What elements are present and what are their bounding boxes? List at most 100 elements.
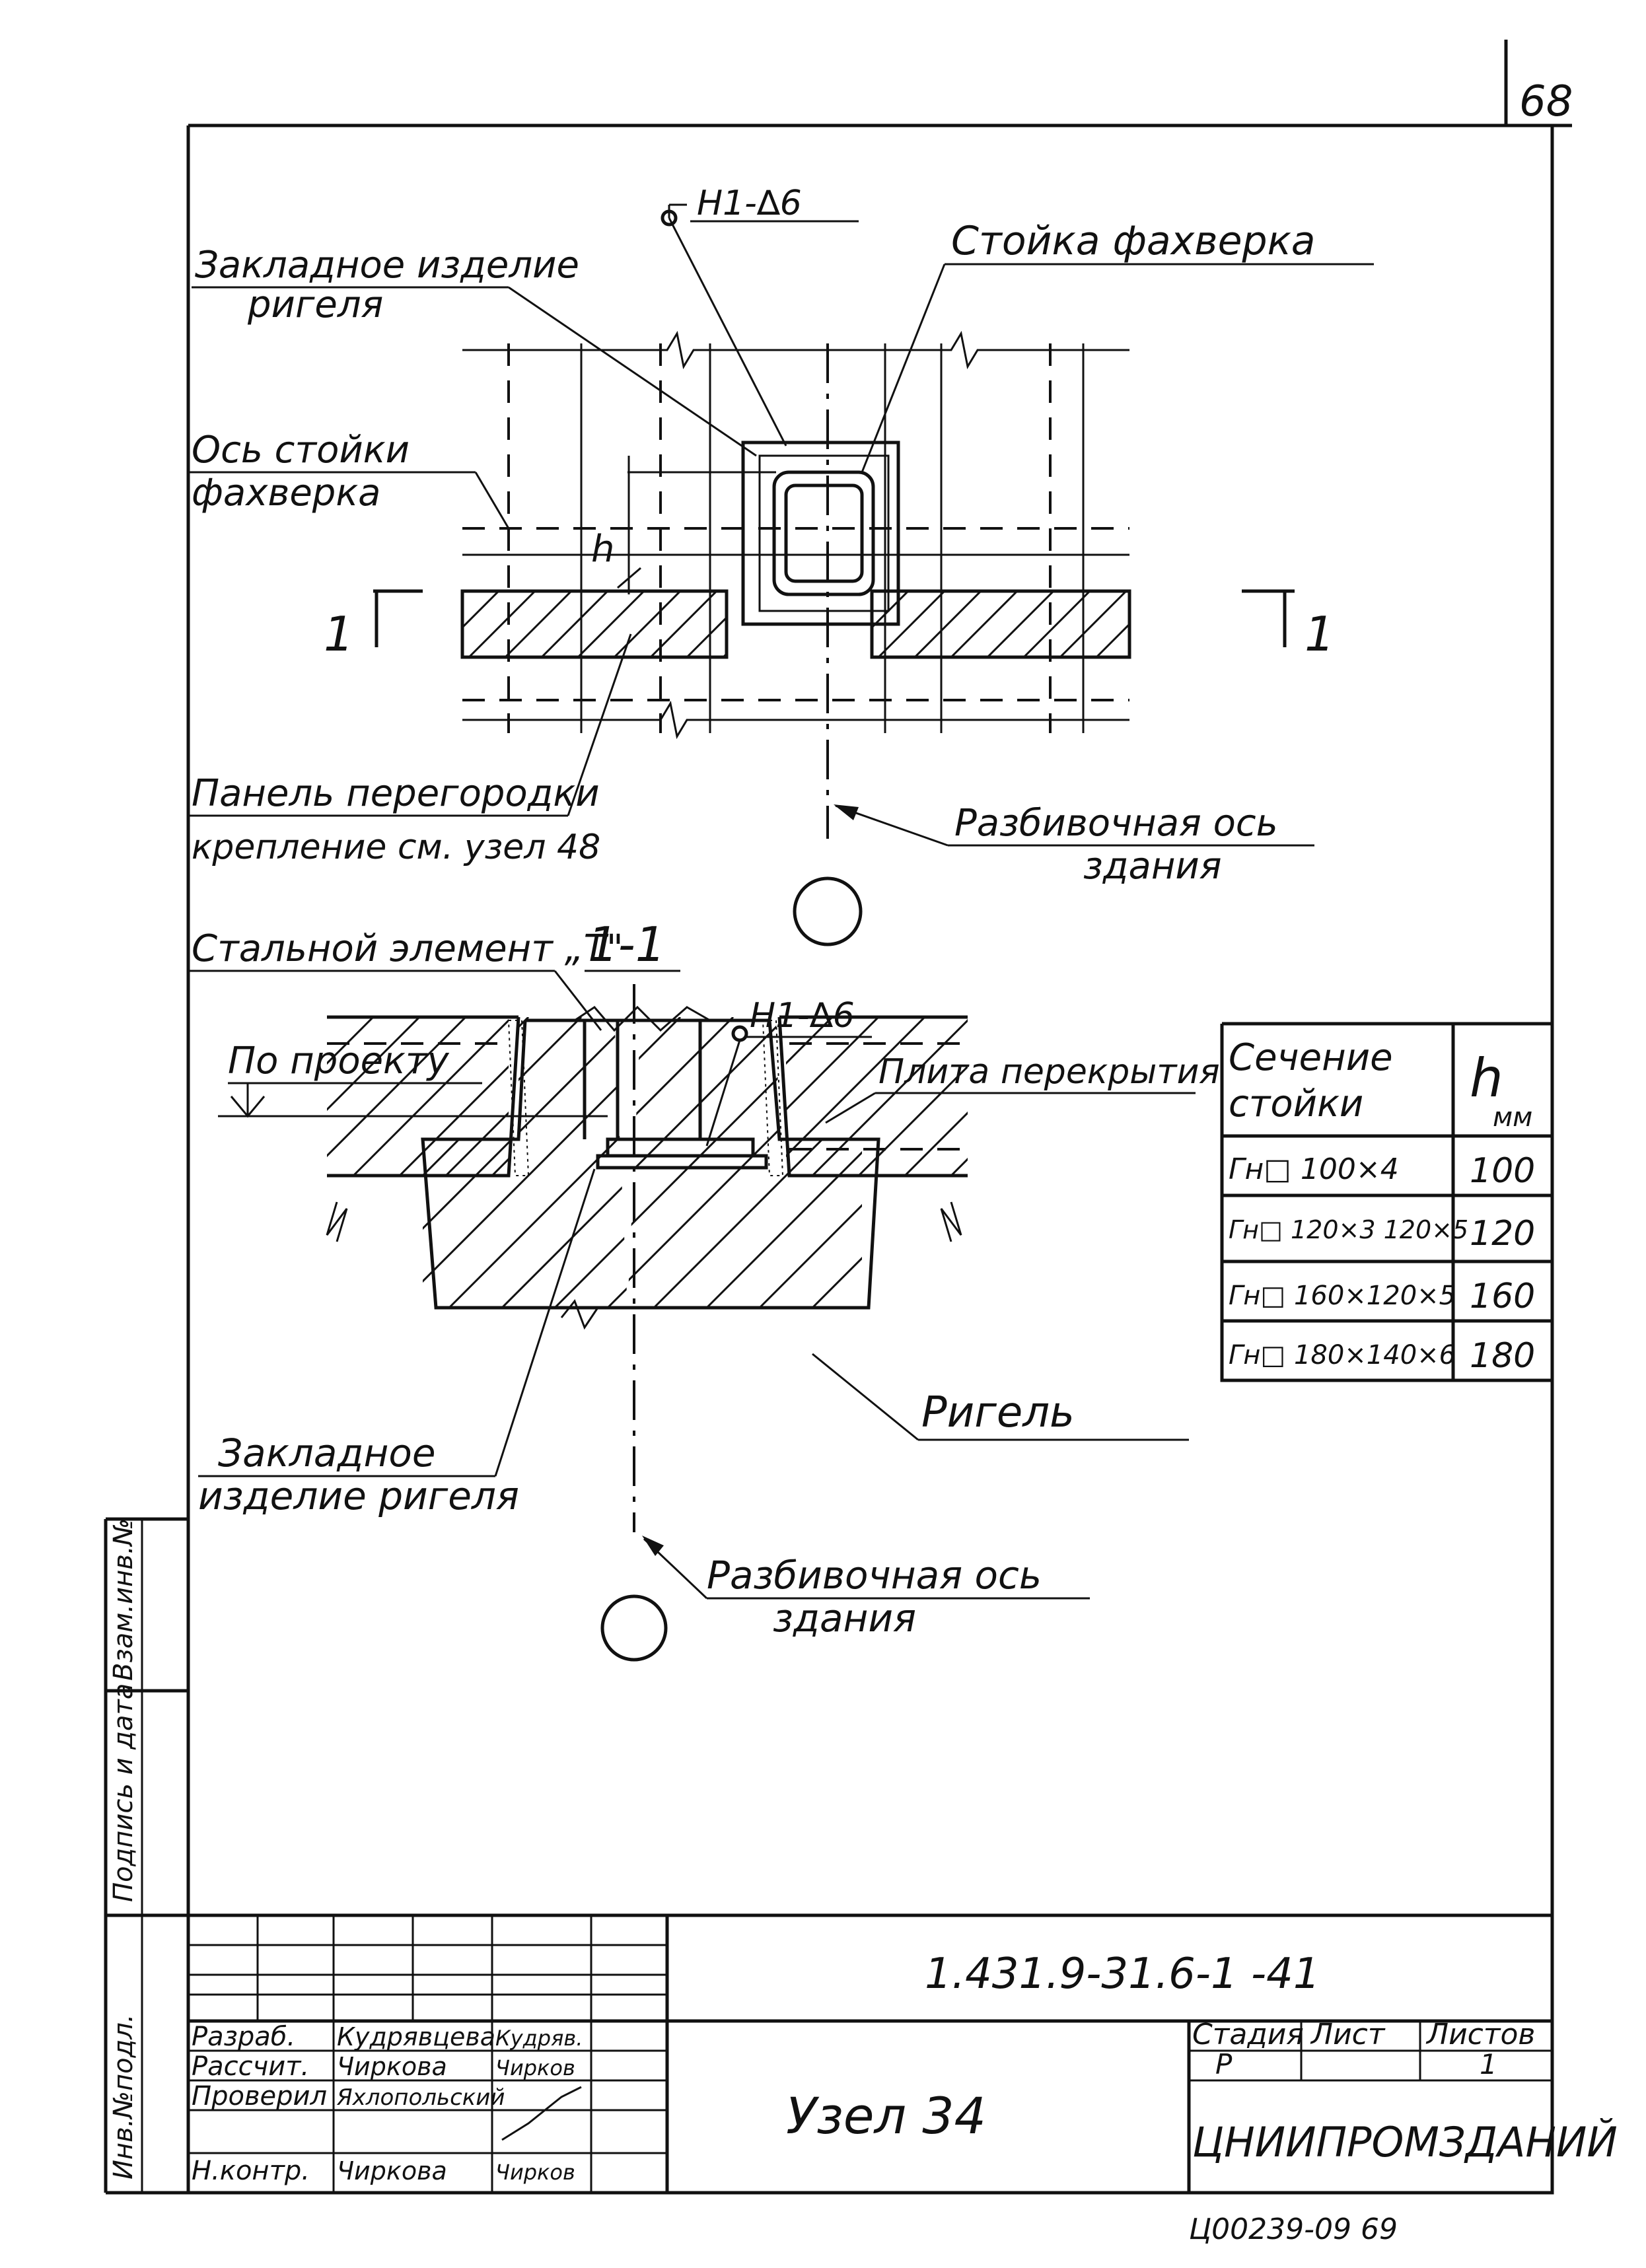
svg-text:здания: здания <box>1083 845 1222 888</box>
hatch-line <box>327 1017 375 1065</box>
section-mark-left-label: 1 <box>324 606 354 662</box>
hatch-line <box>986 591 1055 657</box>
footer-code: Ц00239-09 69 <box>1189 2213 1398 2246</box>
hatch-line <box>786 1017 834 1065</box>
hatch-line <box>686 616 727 657</box>
weld-mark-plan-label: Н1-∆6 <box>697 184 802 223</box>
level-mark: По проекту <box>218 1040 608 1118</box>
section-mark-left: 1 <box>324 589 423 662</box>
hatch-line <box>913 591 982 657</box>
hatch-line <box>786 1017 926 1158</box>
hatch-line <box>577 591 645 657</box>
table-header-unit: мм <box>1493 1102 1532 1133</box>
table-row-section: Гн□ 180×140×6 <box>1229 1340 1456 1370</box>
svg-text:Панель перегородки: Панель перегородки <box>192 772 600 815</box>
staff-role: Разраб. <box>192 2022 295 2052</box>
hatch-line <box>327 1017 467 1158</box>
hatch-line <box>857 1065 968 1176</box>
staff-name: Чиркова <box>337 2052 447 2081</box>
hatch-line <box>540 591 609 657</box>
hatch-line <box>786 1017 880 1112</box>
staff-signature: Кудряв. <box>495 2026 583 2051</box>
staff-role: Проверил <box>192 2081 327 2111</box>
floor-slab-left <box>326 1015 520 1242</box>
svg-text:Н1-∆6: Н1-∆6 <box>750 996 855 1036</box>
hatch-line <box>613 591 682 657</box>
svg-text:Стальной элемент „Т": Стальной элемент „Т" <box>192 927 624 970</box>
section-mark-right-label: 1 <box>1305 606 1335 662</box>
hatch-line <box>877 591 946 657</box>
grout-fill <box>507 1020 784 1176</box>
sheet-number-box: 68 <box>1504 40 1573 127</box>
hatch-line <box>554 1017 627 1308</box>
hatch-line <box>705 1017 862 1308</box>
staff-role: Н.контр. <box>192 2156 310 2186</box>
table-header-section-line1: Сечение <box>1229 1036 1393 1079</box>
weld-mark-plan: Н1-∆6 <box>661 184 859 446</box>
table-row-h: 100 <box>1470 1151 1535 1191</box>
post-section-plan <box>772 470 875 596</box>
svg-text:крепление см. узел 48: крепление см. узел 48 <box>192 828 600 867</box>
hatch-line <box>811 1017 862 1308</box>
hatch-line <box>904 1111 968 1176</box>
label-post-axis: Ось стойки фахверка <box>188 429 510 529</box>
svg-text:Разбивочная ось: Разбивочная ось <box>707 1553 1042 1598</box>
svg-text:здания: здания <box>773 1596 916 1641</box>
sheets-header: Листов <box>1425 2018 1535 2051</box>
label-steel-element: Стальной элемент „Т" <box>188 927 624 1031</box>
section-table: Сечение стойки h мм Гн□ 100×4 100 Гн□ 12… <box>1220 1022 1554 1382</box>
svg-text:Ось стойки: Ось стойки <box>192 429 410 472</box>
hatch-line <box>504 591 573 657</box>
svg-text:Закладное: Закладное <box>218 1431 436 1475</box>
stage-value: Р <box>1215 2048 1233 2080</box>
hatch-line <box>1169 591 1235 657</box>
drawing-title: Узел 34 <box>786 2086 986 2145</box>
stage-header: Стадия <box>1192 2018 1304 2051</box>
side-stamp-inv: Инв.№подл. <box>108 2014 139 2179</box>
hatch-line <box>1090 1017 1248 1176</box>
label-layout-axis-plan: Разбивочная ось здания <box>834 802 1314 888</box>
layout-axis-marker-plan <box>793 876 863 946</box>
svg-text:изделие ригеля: изделие ригеля <box>198 1473 519 1518</box>
side-stamp-replace: Взам.инв.№ <box>108 1518 139 1681</box>
svg-text:фахверка: фахверка <box>192 472 380 514</box>
layout-axis-marker-section <box>600 1594 668 1662</box>
staff-role: Рассчит. <box>192 2051 309 2082</box>
staff-signature: Чирков <box>495 2055 575 2080</box>
hatch-line <box>811 1018 968 1176</box>
table-header-h: h <box>1470 1047 1503 1109</box>
staff-name: Кудрявцева <box>337 2022 495 2051</box>
hatch-line <box>1095 622 1129 657</box>
hatch-line <box>627 1017 734 1308</box>
staff-name: Яхлопольский <box>336 2084 505 2111</box>
side-stamp-signature: Подпись и дата <box>108 1683 139 1902</box>
signature-mark <box>501 2086 582 2141</box>
svg-text:Плита перекрытия: Плита перекрытия <box>878 1052 1220 1092</box>
hatch-line <box>627 1017 787 1308</box>
label-embedded-part-section: Закладное изделие ригеля <box>198 1168 596 1518</box>
floor-slab-right <box>777 1015 1248 1242</box>
table-row-h: 160 <box>1470 1277 1535 1316</box>
table-row-section: Гн□ 120×3 120×5 <box>1229 1215 1468 1244</box>
organization: ЦНИИПРОМЗДАНИЙ <box>1192 2117 1618 2166</box>
table-row-section: Гн□ 160×120×5 <box>1229 1281 1456 1311</box>
hatch-line <box>997 1017 1156 1176</box>
hatch-line <box>1022 591 1091 657</box>
hatch-line <box>1059 591 1127 657</box>
hatch-line <box>448 1017 627 1308</box>
staff-name: Чиркова <box>337 2156 447 2185</box>
hatch-line <box>327 1017 421 1112</box>
dimension-h-label: h <box>591 528 615 571</box>
svg-text:Ригель: Ригель <box>921 1388 1075 1437</box>
document-code: 1.431.9-31.6-1 -41 <box>925 1950 1320 1999</box>
table-row-section: Гн□ 100×4 <box>1229 1152 1399 1186</box>
hatch-line <box>462 591 464 593</box>
hatch-line <box>649 591 718 657</box>
hatch-line <box>758 1017 862 1308</box>
label-layout-axis-section: Разбивочная ось здания <box>642 1536 1090 1641</box>
section-title: 1-1 <box>588 917 666 972</box>
svg-text:По проекту: По проекту <box>228 1040 449 1082</box>
sheet-header: Лист <box>1310 2018 1386 2051</box>
steel-element-t <box>574 1005 768 1170</box>
